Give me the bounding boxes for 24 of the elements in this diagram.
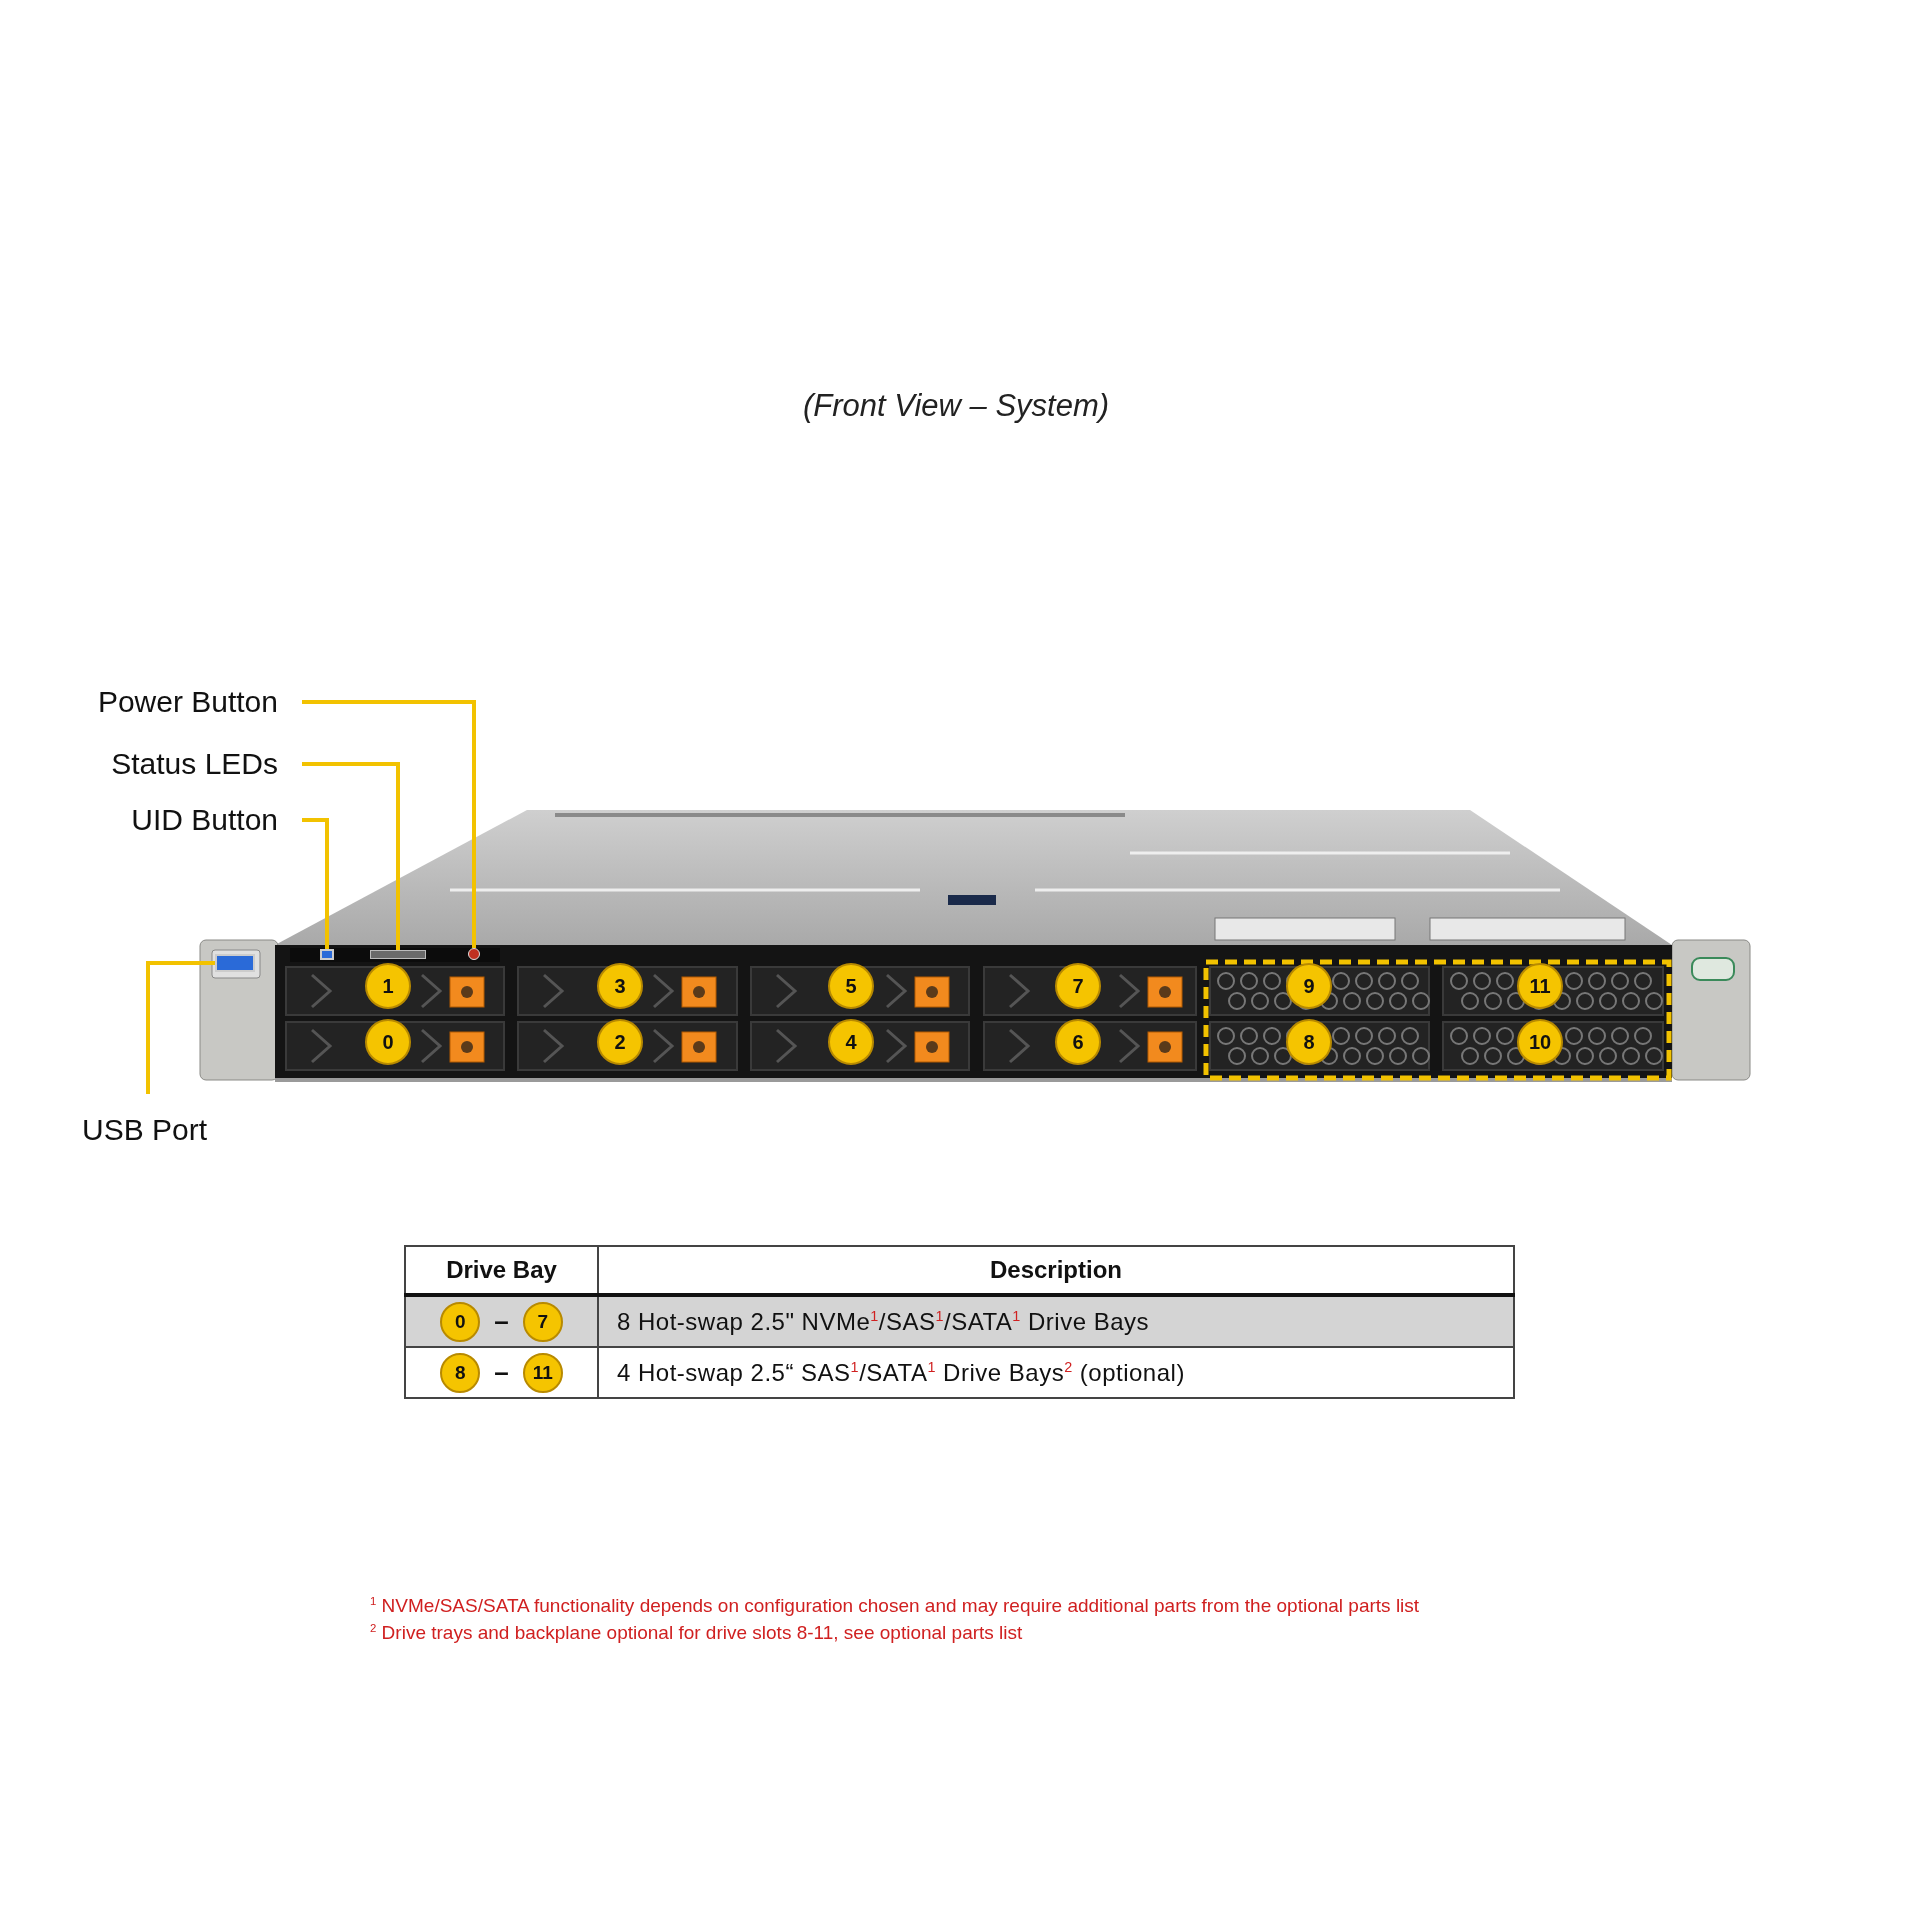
range-dash: –	[494, 1357, 509, 1387]
range-dash: –	[494, 1306, 509, 1336]
callout-label: UID Button	[131, 802, 278, 838]
description-text: 4 Hot-swap 2.5“ SAS$^{1}$/SATA$^{1}$ Drive Bays$^{2}$ (optional)	[617, 1358, 1185, 1386]
callout-label: USB Port	[82, 1112, 208, 1148]
callout-label: Status LEDs	[111, 746, 278, 782]
footnote: $^{2}$ Drive trays and backplane optional for drive slots 8-11, see optional parts list	[370, 1622, 1023, 1645]
status-leds	[370, 950, 426, 959]
leader-line	[302, 700, 476, 948]
callout-number: 7	[522, 1301, 563, 1342]
usb-port	[215, 954, 255, 972]
callout-number: 11	[522, 1352, 563, 1393]
leader-line	[302, 818, 329, 949]
leader-line	[146, 961, 215, 1094]
column-header: Description	[990, 1256, 1122, 1283]
footnote: $^{1}$ NVMe/SAS/SATA functionality depends on configuration chosen and may require additional parts from the optional parts list	[370, 1595, 1420, 1618]
callout-number: 8	[440, 1352, 481, 1393]
column-header: Drive Bay	[446, 1256, 557, 1283]
leader-line	[302, 762, 400, 950]
callout-number: 0	[440, 1301, 481, 1342]
uid-button	[320, 949, 334, 960]
description-text: 8 Hot-swap 2.5" NVMe$^{1}$/SAS$^{1}$/SATA$^{1}$ Drive Bays	[617, 1307, 1150, 1335]
view-title: (Front View – System)	[803, 388, 1110, 424]
callout-label: Power Button	[97, 684, 278, 720]
